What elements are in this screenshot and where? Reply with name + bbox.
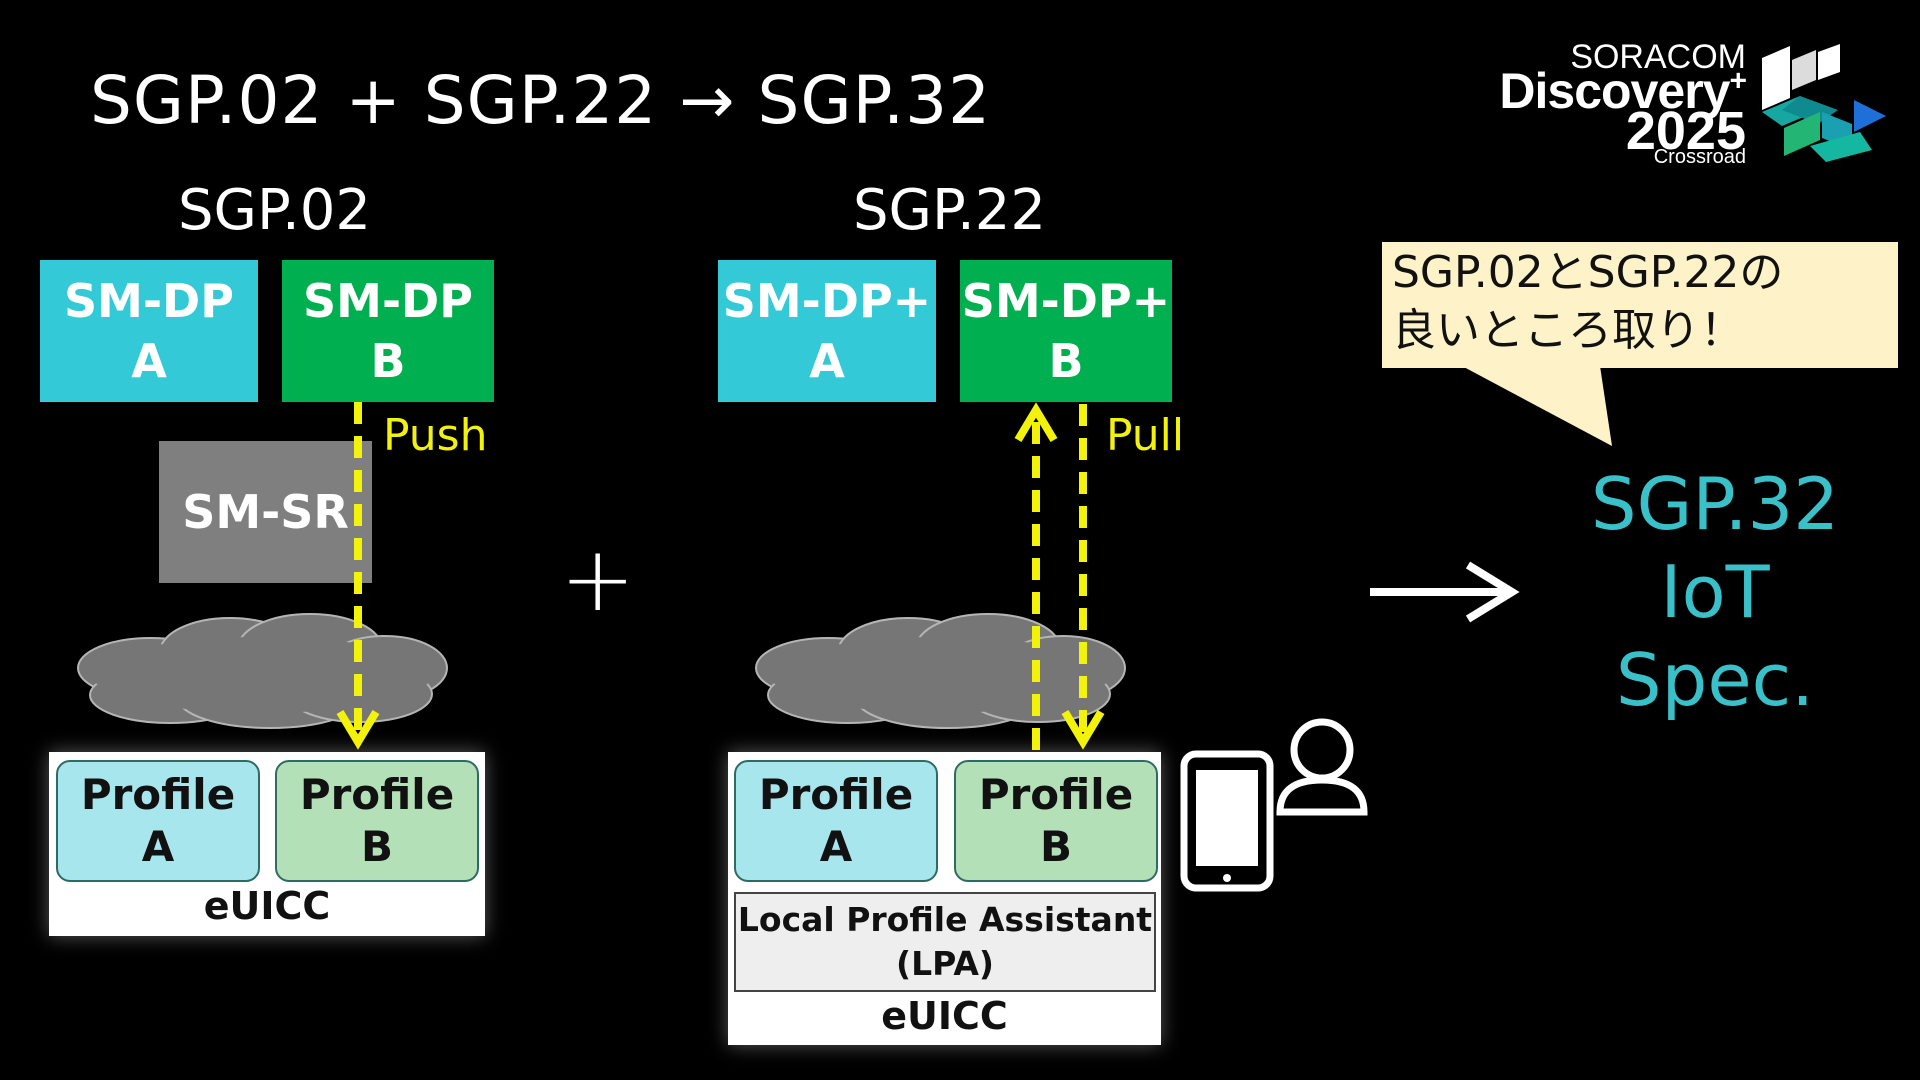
person-icon [1276,718,1368,816]
sm-dp-plus-a-line1: SM-DP+ [722,274,932,328]
sm-dp-a-line2: A [131,334,167,388]
push-label: Push [383,410,488,461]
sm-dp-plus-b-line2: B [1048,334,1084,388]
profile-a-left-line2: A [141,822,175,871]
page-title: SGP.02 + SGP.22 → SGP.32 [90,62,992,139]
sm-sr-label: SM-SR [182,485,349,539]
logo-line1: SORACOM [1570,38,1746,76]
sm-dp-plus-b-line1: SM-DP+ [961,274,1171,328]
lpa-box: Local Profile Assistant (LPA) [734,892,1156,992]
logo-line4: Crossroad [1653,146,1746,168]
arrow-right-icon [1370,561,1520,623]
profile-a-left: Profile A [56,760,260,882]
lpa-line1: Local Profile Assistant [737,900,1153,939]
smartphone-icon [1180,750,1274,892]
logo-mark-icon [1762,44,1886,162]
sm-dp-b-line2: B [370,334,406,388]
logo-line2: Discovery+ [1499,62,1747,120]
sm-dp-a-line1: SM-DP [64,274,234,328]
logo: SORACOM Discovery+ 2025 Crossroad [1490,38,1747,168]
sm-dp-plus-a-line2: A [809,334,845,388]
sm-dp-plus-b-box: SM-DP+ B [960,260,1172,402]
pull-arrow-down [1061,404,1105,750]
speech-line1: SGP.02とSGP.22の [1392,247,1784,298]
sm-dp-a-box: SM-DP A [40,260,258,402]
result-text: SGP.32 IoT Spec. [1560,460,1870,724]
speech-line2: 良いところ取り！ [1392,305,1744,356]
speech-bubble: SGP.02とSGP.22の 良いところ取り！ [1382,242,1898,368]
profile-b-left: Profile B [275,760,479,882]
speech-bubble-tail [1462,366,1612,446]
sm-dp-b-box: SM-DP B [282,260,494,402]
sm-dp-b-line1: SM-DP [303,274,473,328]
sgp22-label: SGP.22 [853,178,1047,243]
profile-b-left-line1: Profile [299,770,455,819]
logo-plus: + [1729,64,1747,98]
logo-line3: 2025 [1625,101,1746,161]
plus-sign: + [560,527,636,632]
result-line1: SGP.32 [1590,462,1840,546]
profile-a-right-line1: Profile [758,770,914,819]
result-line3: Spec. [1615,638,1815,722]
profile-a-left-line1: Profile [80,770,236,819]
profile-a-right: Profile A [734,760,938,882]
lpa-line2: (LPA) [896,944,994,983]
pull-arrow-up [1014,402,1058,750]
profile-b-left-line2: B [360,822,393,871]
profile-a-right-line2: A [819,822,853,871]
sm-sr-box: SM-SR [159,441,372,583]
result-line2: IoT [1660,550,1770,634]
cloud-icon [755,613,1126,729]
cloud-icon [77,613,448,729]
logo-line2-text: Discovery [1499,63,1730,119]
pull-label: Pull [1106,410,1185,461]
euicc-left-label: eUICC [203,884,331,928]
sm-dp-plus-a-box: SM-DP+ A [718,260,936,402]
profile-b-right-line1: Profile [978,770,1134,819]
profile-b-right: Profile B [954,760,1158,882]
profile-b-right-line2: B [1039,822,1072,871]
sgp02-label: SGP.02 [178,178,372,243]
euicc-right-label: eUICC [881,994,1008,1038]
